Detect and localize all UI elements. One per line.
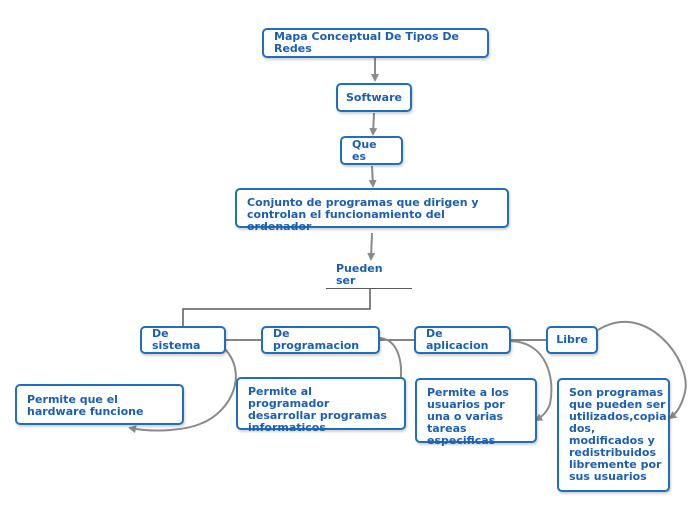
programacion-description[interactable]: Permite al programador desarrollar progr… [236,377,406,434]
sistema-node[interactable]: De sistema [140,326,226,354]
curve-aplicacion-to-desc [509,340,553,421]
curve-libre-to-desc [597,321,687,420]
definition-node[interactable]: Conjunto de programas que dirigen y cont… [235,188,509,233]
software-node[interactable]: Software [336,83,412,112]
libre-node[interactable]: Libre [546,326,598,354]
title-node[interactable]: Mapa Conceptual De Tipos De Redes [262,28,489,58]
libre-description[interactable]: Son programas que pueden ser utilizados,… [557,378,670,492]
arrow-software-to-que-es [369,112,378,136]
aplicacion-node[interactable]: De aplicacion [414,326,511,354]
pueden-ser-node[interactable]: Pueden ser [326,261,412,289]
tree-connector-pueden-ser [182,289,371,326]
curve-sistema-to-desc [128,345,237,434]
arrow-que-es-to-definition [368,165,377,188]
aplicacion-description[interactable]: Permite a los usuarios por una o varias … [415,378,537,447]
programacion-node[interactable]: De programacion [261,326,380,354]
sistema-description[interactable]: Permite que el hardware funcione [15,384,184,425]
arrow-definition-to-pueden-ser [367,232,376,261]
que-es-node[interactable]: Que es [340,136,403,165]
